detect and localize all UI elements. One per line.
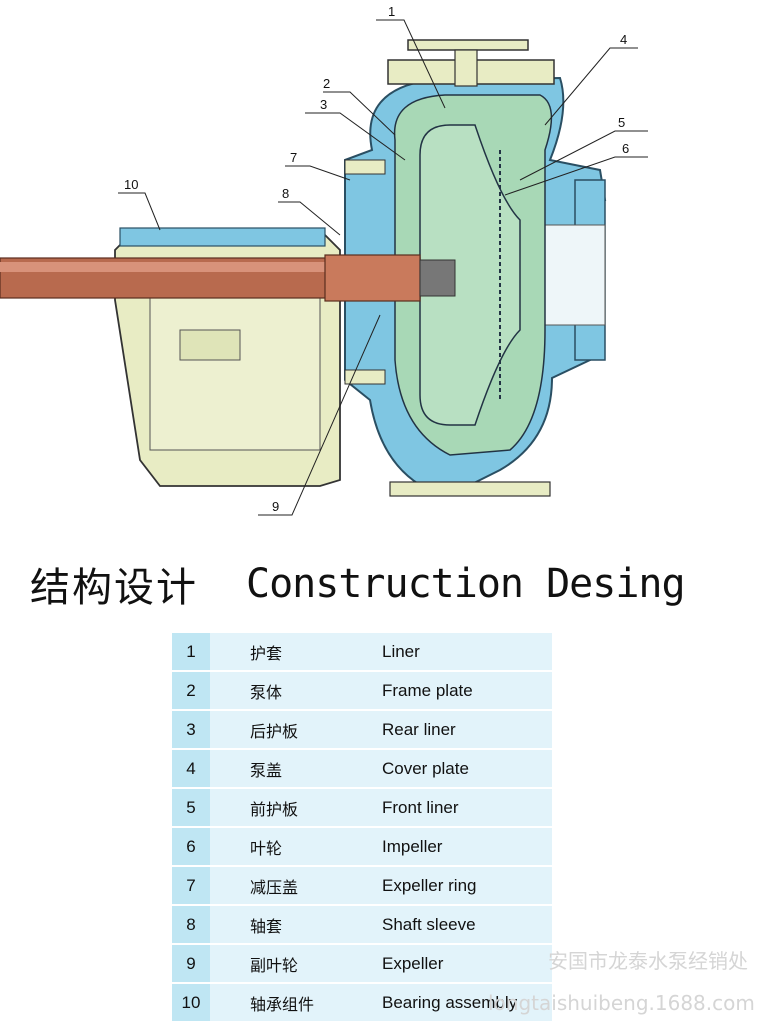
part-number: 3: [172, 710, 210, 750]
part-number: 8: [172, 905, 210, 945]
part-name-english: Frame plate: [378, 671, 552, 711]
table-row: 8 轴套 Shaft sleeve: [172, 905, 552, 945]
callout-number: 9: [272, 499, 279, 514]
part-name-english: Impeller: [378, 827, 552, 867]
part-number: 6: [172, 827, 210, 867]
part-number: 9: [172, 944, 210, 984]
part-name-chinese: 泵体: [210, 671, 378, 711]
callout-number: 5: [618, 115, 625, 130]
part-name-chinese: 副叶轮: [210, 944, 378, 984]
table-row: 4 泵盖 Cover plate: [172, 749, 552, 789]
part-name-english: Shaft sleeve: [378, 905, 552, 945]
part-name-english: Expeller: [378, 944, 552, 984]
part-number: 5: [172, 788, 210, 828]
watermark-url: longtaishuibeng.1688.com: [488, 991, 755, 1015]
part-number: 4: [172, 749, 210, 789]
part-name-chinese: 泵盖: [210, 749, 378, 789]
part-name-chinese: 轴承组件: [210, 983, 378, 1023]
pump-cross-section-diagram: 1 2 3 4 5 6 7 8 9 10: [0, 4, 648, 516]
part-name-chinese: 叶轮: [210, 827, 378, 867]
watermark: 安国市龙泰水泵经销处 longtaishuibeng.1688.com: [488, 940, 755, 1024]
table-row: 7 减压盖 Expeller ring: [172, 866, 552, 906]
callout-leader-lines: [118, 19, 648, 516]
callout-number: 3: [320, 97, 327, 112]
table-row: 1 护套 Liner: [172, 633, 552, 672]
heading-english: Construction Desing: [246, 561, 686, 607]
parts-list-table: 1 护套 Liner 2 泵体 Frame plate 3 后护板 Rear l…: [172, 633, 552, 1023]
callout-number: 8: [282, 186, 289, 201]
section-heading: 结构设计 Construction Desing: [30, 552, 750, 616]
part-name-english: Bearing assembly: [378, 983, 552, 1023]
callout-numbers: 1 2 3 4 5 6 7 8 9 10: [124, 4, 629, 514]
part-name-english: Expeller ring: [378, 866, 552, 906]
part-name-english: Liner: [378, 633, 552, 672]
table-row: 2 泵体 Frame plate: [172, 671, 552, 711]
heading-chinese: 结构设计: [30, 565, 198, 611]
table-row: 10 轴承组件 Bearing assembly: [172, 983, 552, 1023]
impeller: [419, 124, 521, 426]
part-name-english: Front liner: [378, 788, 552, 828]
part-number: 2: [172, 671, 210, 711]
callout-number: 2: [323, 76, 330, 91]
callout-number: 6: [622, 141, 629, 156]
callout-number: 1: [388, 4, 395, 19]
table-row: 6 叶轮 Impeller: [172, 827, 552, 867]
part-name-chinese: 护套: [210, 633, 378, 672]
part-name-english: Rear liner: [378, 710, 552, 750]
callout-number: 10: [124, 177, 138, 192]
part-name-chinese: 轴套: [210, 905, 378, 945]
part-name-english: Cover plate: [378, 749, 552, 789]
table-row: 9 副叶轮 Expeller: [172, 944, 552, 984]
watermark-shop-name: 安国市龙泰水泵经销处: [548, 949, 748, 973]
shaft: [0, 254, 456, 302]
part-name-chinese: 后护板: [210, 710, 378, 750]
part-number: 10: [172, 983, 210, 1023]
table-row: 5 前护板 Front liner: [172, 788, 552, 828]
callout-number: 7: [290, 150, 297, 165]
callout-number: 4: [620, 32, 627, 47]
part-name-chinese: 前护板: [210, 788, 378, 828]
part-number: 1: [172, 633, 210, 672]
part-name-chinese: 减压盖: [210, 866, 378, 906]
discharge-flange: [387, 39, 555, 87]
part-number: 7: [172, 866, 210, 906]
bolts: [344, 159, 551, 497]
table-row: 3 后护板 Rear liner: [172, 710, 552, 750]
